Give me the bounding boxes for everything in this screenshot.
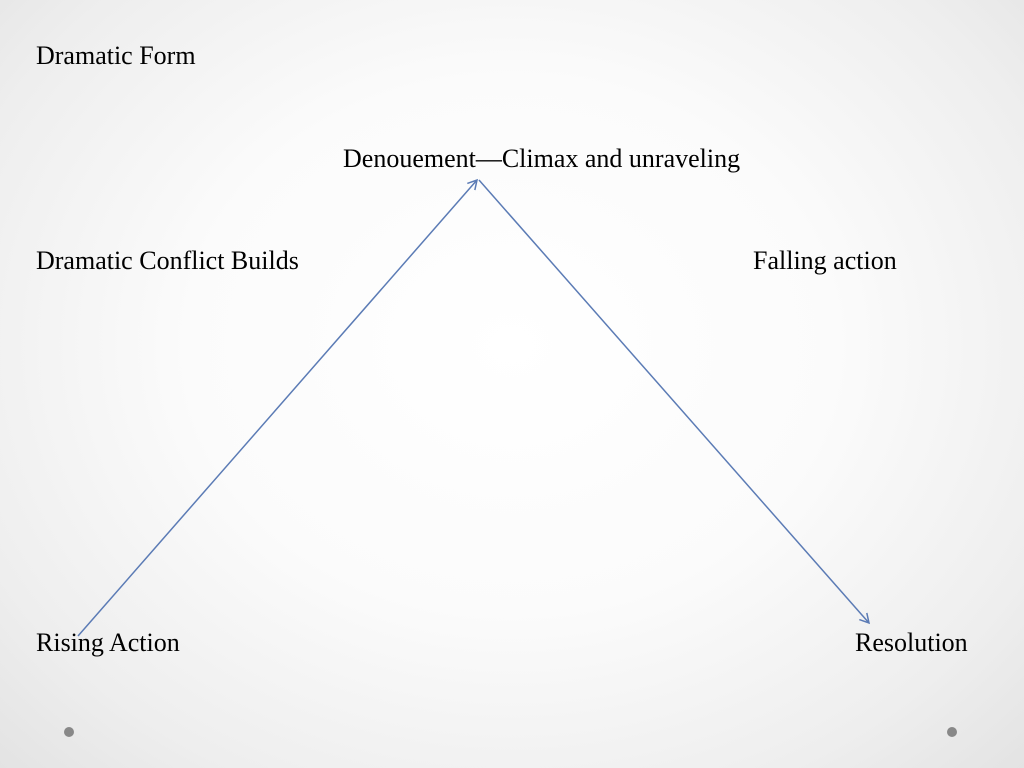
rising-action-label: Rising Action xyxy=(36,628,180,657)
decorative-dot-left xyxy=(64,727,74,737)
falling-action-label: Falling action xyxy=(753,246,897,275)
decorative-dot-right xyxy=(947,727,957,737)
conflict-builds-label: Dramatic Conflict Builds xyxy=(36,246,299,275)
slide-title: Dramatic Form xyxy=(36,41,196,70)
rising-arrow xyxy=(77,178,479,637)
falling-arrow xyxy=(478,179,871,625)
climax-label: Denouement—Climax and unraveling xyxy=(343,144,741,173)
resolution-label: Resolution xyxy=(855,628,968,657)
